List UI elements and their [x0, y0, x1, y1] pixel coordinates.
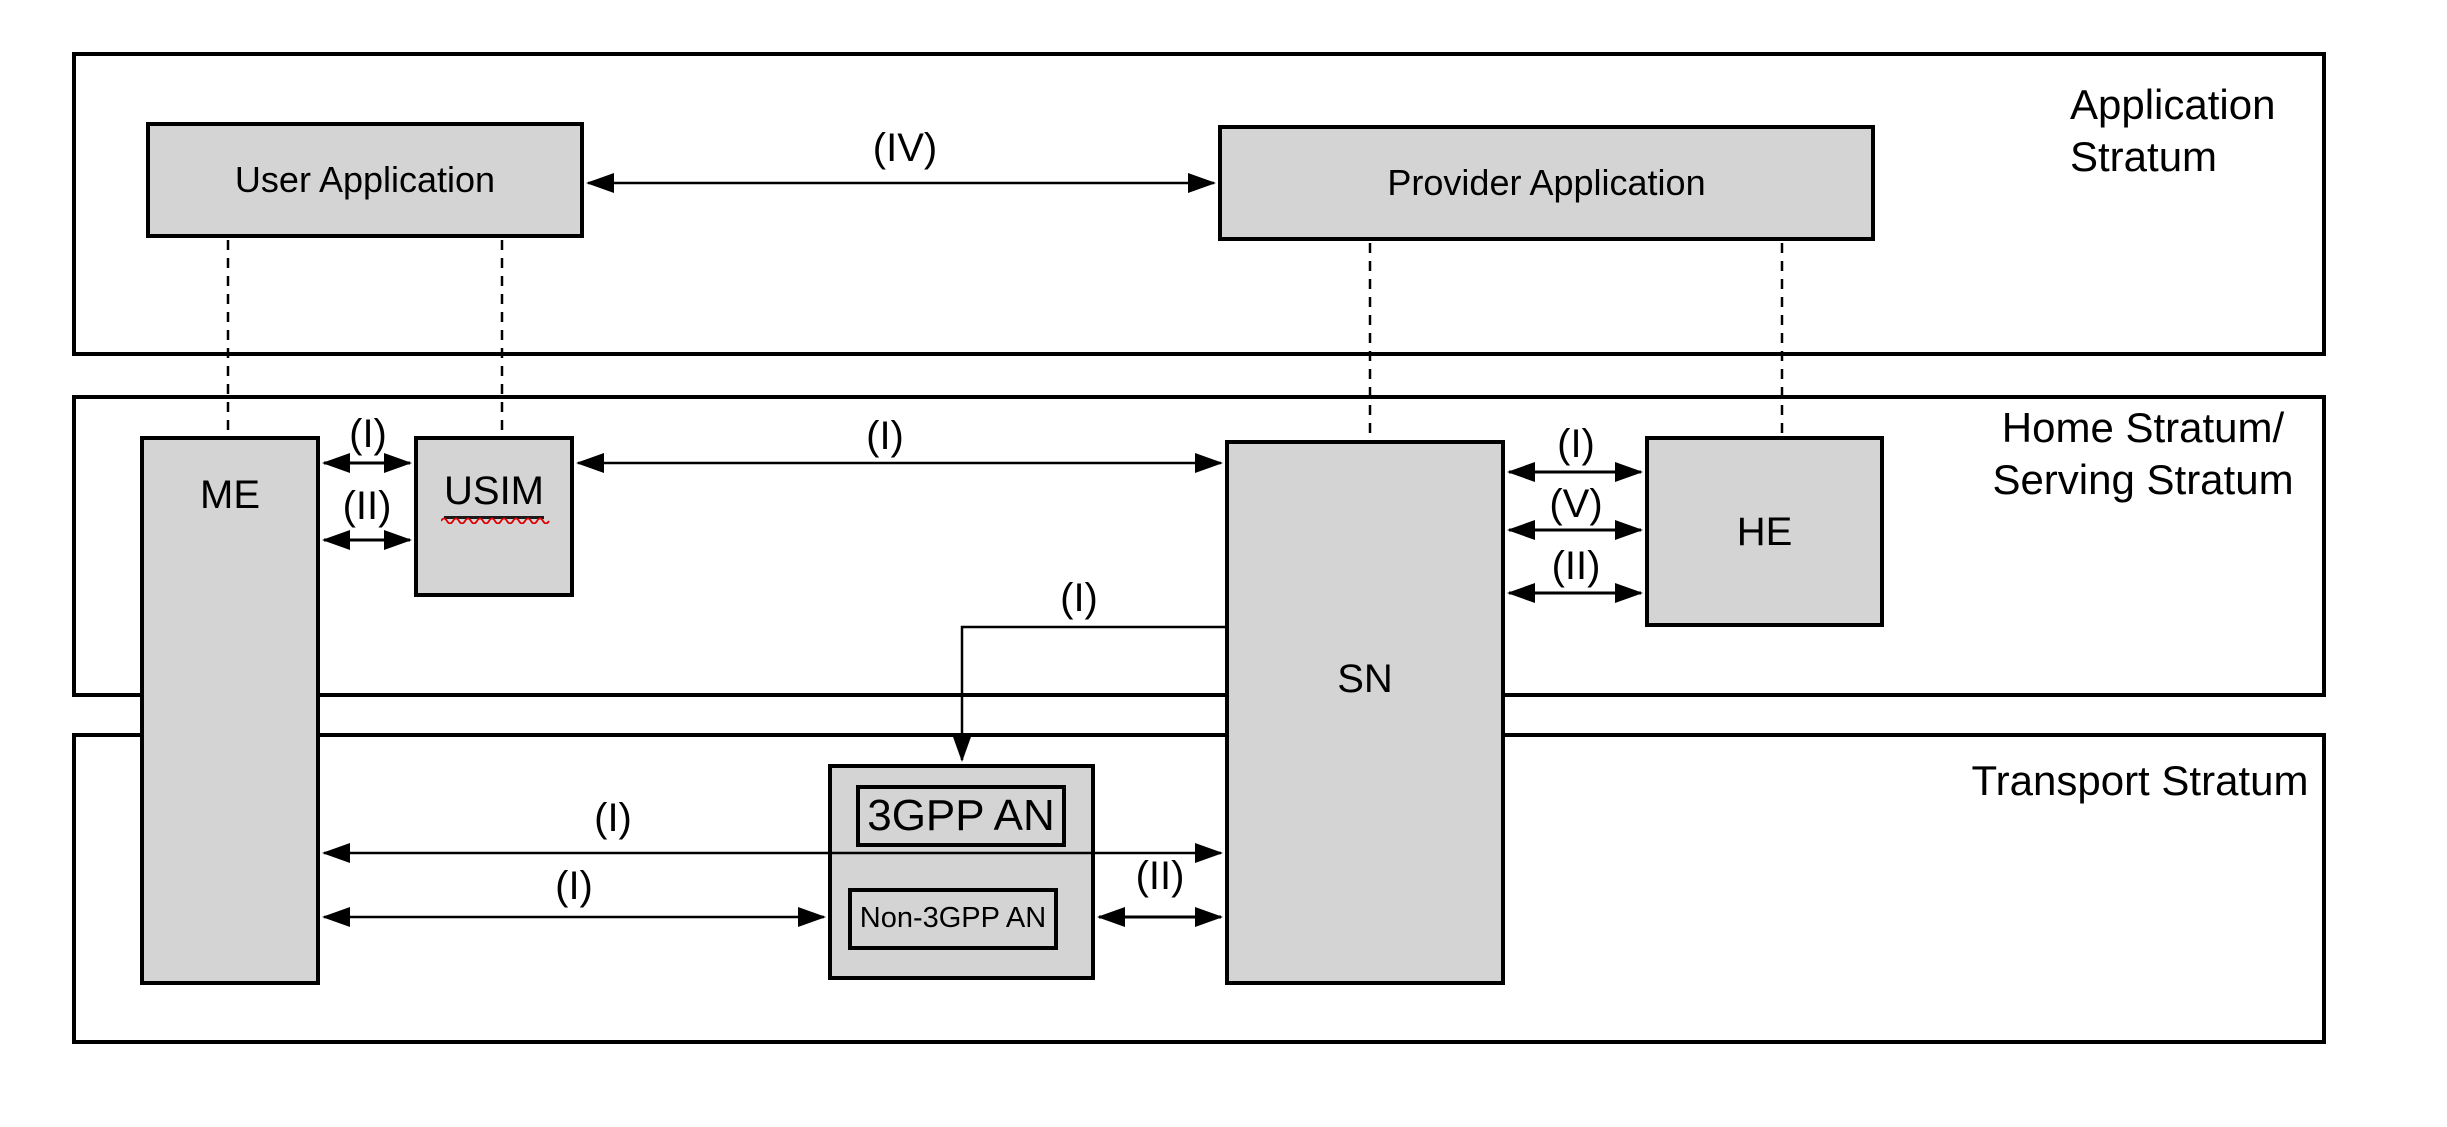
- home-stratum-label-line2: Serving Stratum: [1992, 456, 2294, 503]
- application-stratum-label: Application Stratum: [2070, 79, 2275, 183]
- home-serving-stratum-label: Home Stratum/ Serving Stratum: [1992, 402, 2293, 506]
- gpp-an-node: 3GPP AN: [856, 785, 1066, 847]
- home-serving-stratum-box: [72, 395, 2326, 697]
- iface-label-sn-he-v: (V): [1549, 482, 1603, 526]
- iface-label-me-sn-i: (I): [594, 796, 632, 840]
- iface-label-me-usim-i: (I): [349, 412, 387, 456]
- he-label: HE: [1736, 509, 1793, 554]
- non-gpp-an-label: Non-3GPP AN: [859, 902, 1047, 935]
- iface-label-iv: (IV): [872, 126, 938, 170]
- non-gpp-an-node: Non-3GPP AN: [848, 888, 1058, 950]
- sn-node: SN: [1225, 440, 1505, 985]
- home-stratum-label-line1: Home Stratum/: [2001, 404, 2285, 451]
- provider-application-label: Provider Application: [1387, 162, 1706, 204]
- user-application-label: User Application: [234, 159, 496, 201]
- usim-node: USIM: [414, 436, 574, 597]
- user-application-node: User Application: [146, 122, 584, 238]
- me-label: ME: [200, 473, 260, 517]
- he-node: HE: [1645, 436, 1884, 627]
- transport-stratum-label: Transport Stratum: [1971, 757, 2309, 804]
- me-node: ME: [140, 436, 320, 985]
- usim-label-text: USIM: [444, 469, 544, 513]
- usim-label: USIM: [441, 468, 550, 524]
- application-stratum-label-line2: Stratum: [2070, 133, 2218, 180]
- iface-label-an-sn-ii: (II): [1135, 854, 1185, 898]
- spellcheck-squiggle: [441, 517, 550, 524]
- gpp-an-label: 3GPP AN: [867, 790, 1055, 840]
- iface-label-sn-he-ii: (II): [1551, 544, 1601, 588]
- sn-label: SN: [1337, 657, 1393, 701]
- iface-label-me-usim-ii: (II): [342, 484, 392, 528]
- iface-label-sn-he-i: (I): [1557, 422, 1595, 466]
- iface-label-me-an-i: (I): [555, 864, 593, 908]
- provider-application-node: Provider Application: [1218, 125, 1875, 241]
- iface-label-sn-an-i: (I): [1060, 576, 1098, 620]
- iface-label-usim-sn-i: (I): [866, 414, 904, 458]
- application-stratum-label-line1: Application: [2070, 81, 2276, 128]
- transport-stratum-box: [72, 733, 2326, 1044]
